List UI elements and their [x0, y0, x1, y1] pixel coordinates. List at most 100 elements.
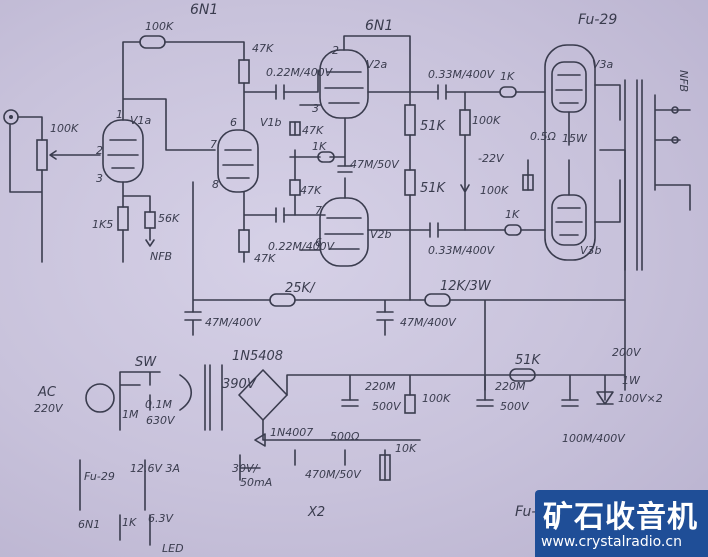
label-ac: AC — [37, 385, 57, 400]
r-1k5 — [117, 206, 129, 231]
tube-v2b-electrodes — [324, 217, 364, 250]
spk-terminal-a — [671, 106, 679, 114]
label-nfb-in: NFB — [150, 250, 172, 263]
label-c-033-b: 0.33M/400V — [428, 244, 496, 257]
coupling-caps-b — [429, 84, 506, 238]
label-v63: 6.3V — [148, 512, 174, 525]
output-grid-wiring — [515, 91, 546, 231]
label-r-1k-mid: 1K — [312, 140, 327, 153]
pin-7: 7 — [210, 138, 217, 151]
label-v200: 200V — [612, 346, 642, 359]
label-r-100k-a: 100K — [472, 114, 501, 127]
label-c-01: 0.1M — [145, 398, 172, 411]
label-c-220-b: 220M — [495, 380, 526, 393]
v2-plate-wiring — [343, 35, 439, 301]
ac-plug-icon — [85, 383, 115, 413]
label-r-12k: 12K/3W — [440, 279, 492, 294]
v1b-wiring — [243, 69, 326, 263]
r-51k-supply — [509, 368, 536, 382]
label-r-51k-a: 51K — [420, 119, 447, 134]
label-pot-10k: 10K — [395, 442, 417, 455]
watermark-url: www.crystalradio.cn — [541, 534, 682, 550]
ac-switch-wiring — [119, 371, 193, 431]
label-v126: 12.6V 3A — [130, 462, 180, 475]
label-bias: -22V — [478, 152, 505, 165]
v1a-wiring — [122, 41, 245, 263]
pin-7b: 7 — [315, 204, 322, 217]
label-c-01v: 630V — [146, 414, 176, 427]
label-c-470: 470M/50V — [305, 468, 362, 481]
r-100k-a — [459, 109, 471, 136]
label-r-47k-b: 47K — [254, 252, 276, 265]
heater-wiring — [79, 459, 151, 546]
label-fu29-heater: Fu-29 — [84, 470, 115, 483]
label-c-022-b: 0.22M/400V — [268, 240, 336, 253]
power-transformer — [204, 364, 223, 431]
label-c-220-a: 220M — [365, 380, 396, 393]
input-wiring — [9, 116, 43, 263]
site-watermark: 矿石收音机 www.crystalradio.cn — [535, 490, 708, 557]
pot-10k — [379, 454, 391, 481]
label-r-1k-b: 1K — [505, 208, 520, 221]
label-v3a: V3a — [592, 58, 614, 71]
label-r-1k-a: 1K — [500, 70, 515, 83]
label-v1b: V1b — [260, 116, 282, 129]
label-c-022-a: 0.22M/400V — [266, 66, 334, 79]
pot-wiper — [49, 150, 101, 160]
label-r-47k-d: 47K — [300, 184, 322, 197]
label-r-47k-c: 47K — [302, 124, 324, 137]
label-r-15w: 15W — [562, 132, 588, 145]
r-47k-d — [289, 179, 301, 196]
label-r-51k-b: 51K — [420, 181, 447, 196]
supply-caps — [341, 399, 579, 407]
label-r-51k-supply: 51K — [515, 353, 542, 368]
r-56k — [144, 211, 156, 229]
r-1k-mid — [317, 151, 335, 163]
zener-diode-icon — [596, 391, 614, 405]
r-51k-a — [404, 104, 416, 136]
tube-v2a-electrodes — [324, 71, 364, 104]
label-c-220-av: 500V — [372, 400, 402, 413]
label-c-033-a: 0.33M/400V — [428, 68, 496, 81]
label-v1-heater: 6N1 — [78, 518, 100, 531]
label-v2b: V2b — [370, 228, 392, 241]
r-100k-top — [139, 35, 166, 49]
filter-caps-b — [184, 311, 394, 336]
label-r-100k-bleed: 100K — [422, 392, 451, 405]
label-c-100u: 100M/400V — [562, 432, 626, 445]
r-100k-bleed — [404, 394, 416, 414]
label-d-4007: 1N4007 — [270, 426, 313, 439]
label-ac-v: 220V — [34, 402, 64, 415]
label-v1a: V1a — [130, 114, 152, 127]
label-v390: 390V — [222, 377, 257, 392]
label-c-47u-a: 47M/400V — [205, 316, 262, 329]
bias-supply-wiring — [239, 433, 386, 481]
label-r-1k5: 1K5 — [92, 218, 113, 231]
c-47u-cathode — [337, 165, 353, 173]
label-c-220-bv: 500V — [500, 400, 530, 413]
label-ma50: 50mA — [240, 476, 272, 489]
label-footer: Fu- — [515, 504, 536, 520]
output-plate-wiring — [568, 84, 626, 391]
grid-leak-wiring — [460, 91, 470, 231]
tube-fu29 — [544, 44, 596, 261]
pin-2b: 2 — [332, 44, 339, 57]
label-header-v3: Fu-29 — [578, 12, 617, 28]
label-diode-bridge: 1N5408 — [232, 349, 283, 364]
power-supply-wiring — [262, 374, 626, 441]
tube-v1a-electrodes — [107, 139, 139, 169]
label-sw: SW — [135, 355, 157, 370]
coupling-caps-a — [275, 84, 285, 223]
tube-v2b — [319, 197, 369, 267]
label-nfb-out: NFB — [677, 70, 690, 92]
r-25k — [269, 293, 296, 307]
label-v2a: V2a — [366, 58, 388, 71]
input-jack-center — [9, 115, 13, 119]
r-47k-c — [289, 121, 301, 136]
r-12k — [424, 293, 451, 307]
nfb-arrow — [145, 239, 155, 247]
label-x2: X2 — [307, 505, 325, 520]
pin-6: 6 — [230, 116, 237, 129]
